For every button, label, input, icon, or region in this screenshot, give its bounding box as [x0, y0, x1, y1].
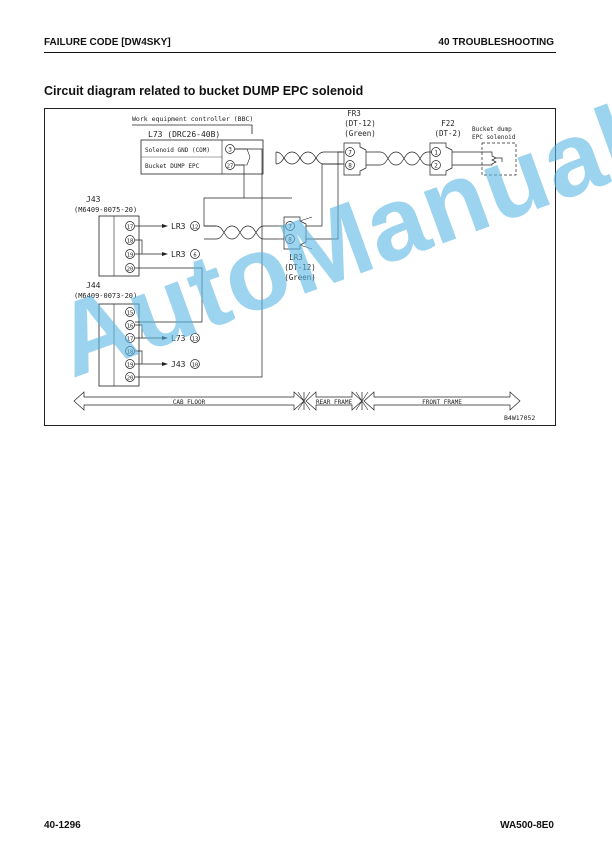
- j44-pin-18: 18: [127, 350, 134, 356]
- lr3-pin-7: 7: [288, 224, 292, 231]
- j44-pin-15: 15: [127, 311, 134, 317]
- j44-part: (M6409-0073-20): [74, 292, 137, 300]
- circuit-diagram: Work equipment controller (BBC) L73 (DRC…: [44, 108, 556, 426]
- page-number: 40-1296: [44, 820, 81, 831]
- lr3-color: (Green): [284, 273, 316, 282]
- j43-ref-lr3-6: LR3: [171, 250, 186, 259]
- solenoid-label-1: Bucket dump: [472, 126, 512, 133]
- l73-row-dump: Bucket DUMP EPC: [145, 163, 200, 170]
- header-failure-code: FAILURE CODE [DW4SKY]: [44, 37, 171, 48]
- j43-name: J43: [86, 195, 101, 204]
- j43-ref-lr3-12-pin: 12: [192, 225, 199, 231]
- j44-pin-16: 16: [127, 324, 134, 330]
- header-divider: [44, 52, 556, 53]
- j44-name: J44: [86, 281, 101, 290]
- l73-pin-3: 3: [228, 147, 232, 154]
- controller-title: Work equipment controller (BBC): [132, 115, 253, 123]
- fr3-color: (Green): [344, 129, 376, 138]
- j44-ref-l73-13-pin: 13: [192, 337, 199, 343]
- f22-pin-2: 2: [434, 163, 438, 170]
- f22-type: (DT-2): [434, 129, 461, 138]
- j43-pin-20: 20: [127, 267, 134, 273]
- twisted-pair-right: [366, 151, 436, 166]
- lr3-type: (DT-12): [284, 263, 316, 272]
- j44-pin-20: 20: [127, 376, 134, 382]
- j43-ref-lr3-6-pin: 6: [193, 253, 196, 259]
- twisted-pair-middle: [275, 151, 342, 165]
- f22-name: F22: [441, 119, 455, 128]
- j43-pin-18: 18: [127, 239, 134, 245]
- twisted-pair-left: [204, 225, 278, 240]
- l73-pin-27: 27: [227, 164, 234, 170]
- j43-pin-19: 19: [127, 253, 134, 259]
- j44-ref-j43-10-pin: 10: [192, 363, 199, 369]
- section-title: Circuit diagram related to bucket DUMP E…: [44, 84, 364, 98]
- fr3-type: (DT-12): [344, 119, 376, 128]
- j44-pin-17: 17: [127, 337, 134, 343]
- header-section: 40 TROUBLESHOOTING: [438, 37, 554, 48]
- j44-pins: 15 16 17 18 19 20: [125, 307, 135, 382]
- j44-ref-l73-13: L73: [171, 334, 186, 343]
- j43-ref-lr3-12: LR3: [171, 222, 186, 231]
- drawing-code: B4W17052: [504, 414, 535, 422]
- j43-pins: 17 18 19 20: [125, 221, 135, 273]
- j43-pin-17: 17: [127, 225, 134, 231]
- f22-pin-1: 1: [434, 150, 438, 157]
- j44-pin-19: 19: [127, 363, 134, 369]
- solenoid-label-2: EPC solenoid: [472, 134, 516, 141]
- l73-label: L73 (DRC26-40B): [148, 130, 220, 139]
- lr3-name: LR3: [289, 253, 303, 262]
- fr3-pin-7: 7: [348, 150, 352, 157]
- j44-ref-j43-10: J43: [171, 360, 186, 369]
- fr3-pin-8: 8: [348, 163, 352, 170]
- zone-rear-frame: REAR FRAME: [316, 399, 353, 406]
- j43-part: (M6409-0075-20): [74, 206, 137, 214]
- l73-row-gnd: Solenoid GND (COM): [145, 147, 210, 154]
- zone-arrows: [73, 391, 521, 411]
- lr3-pin-8: 8: [288, 237, 292, 244]
- zone-cab-floor: CAB FLOOR: [173, 399, 206, 406]
- model-code: WA500-8E0: [500, 820, 554, 831]
- fr3-name: FR3: [347, 109, 361, 118]
- zone-front-frame: FRONT FRAME: [422, 399, 462, 406]
